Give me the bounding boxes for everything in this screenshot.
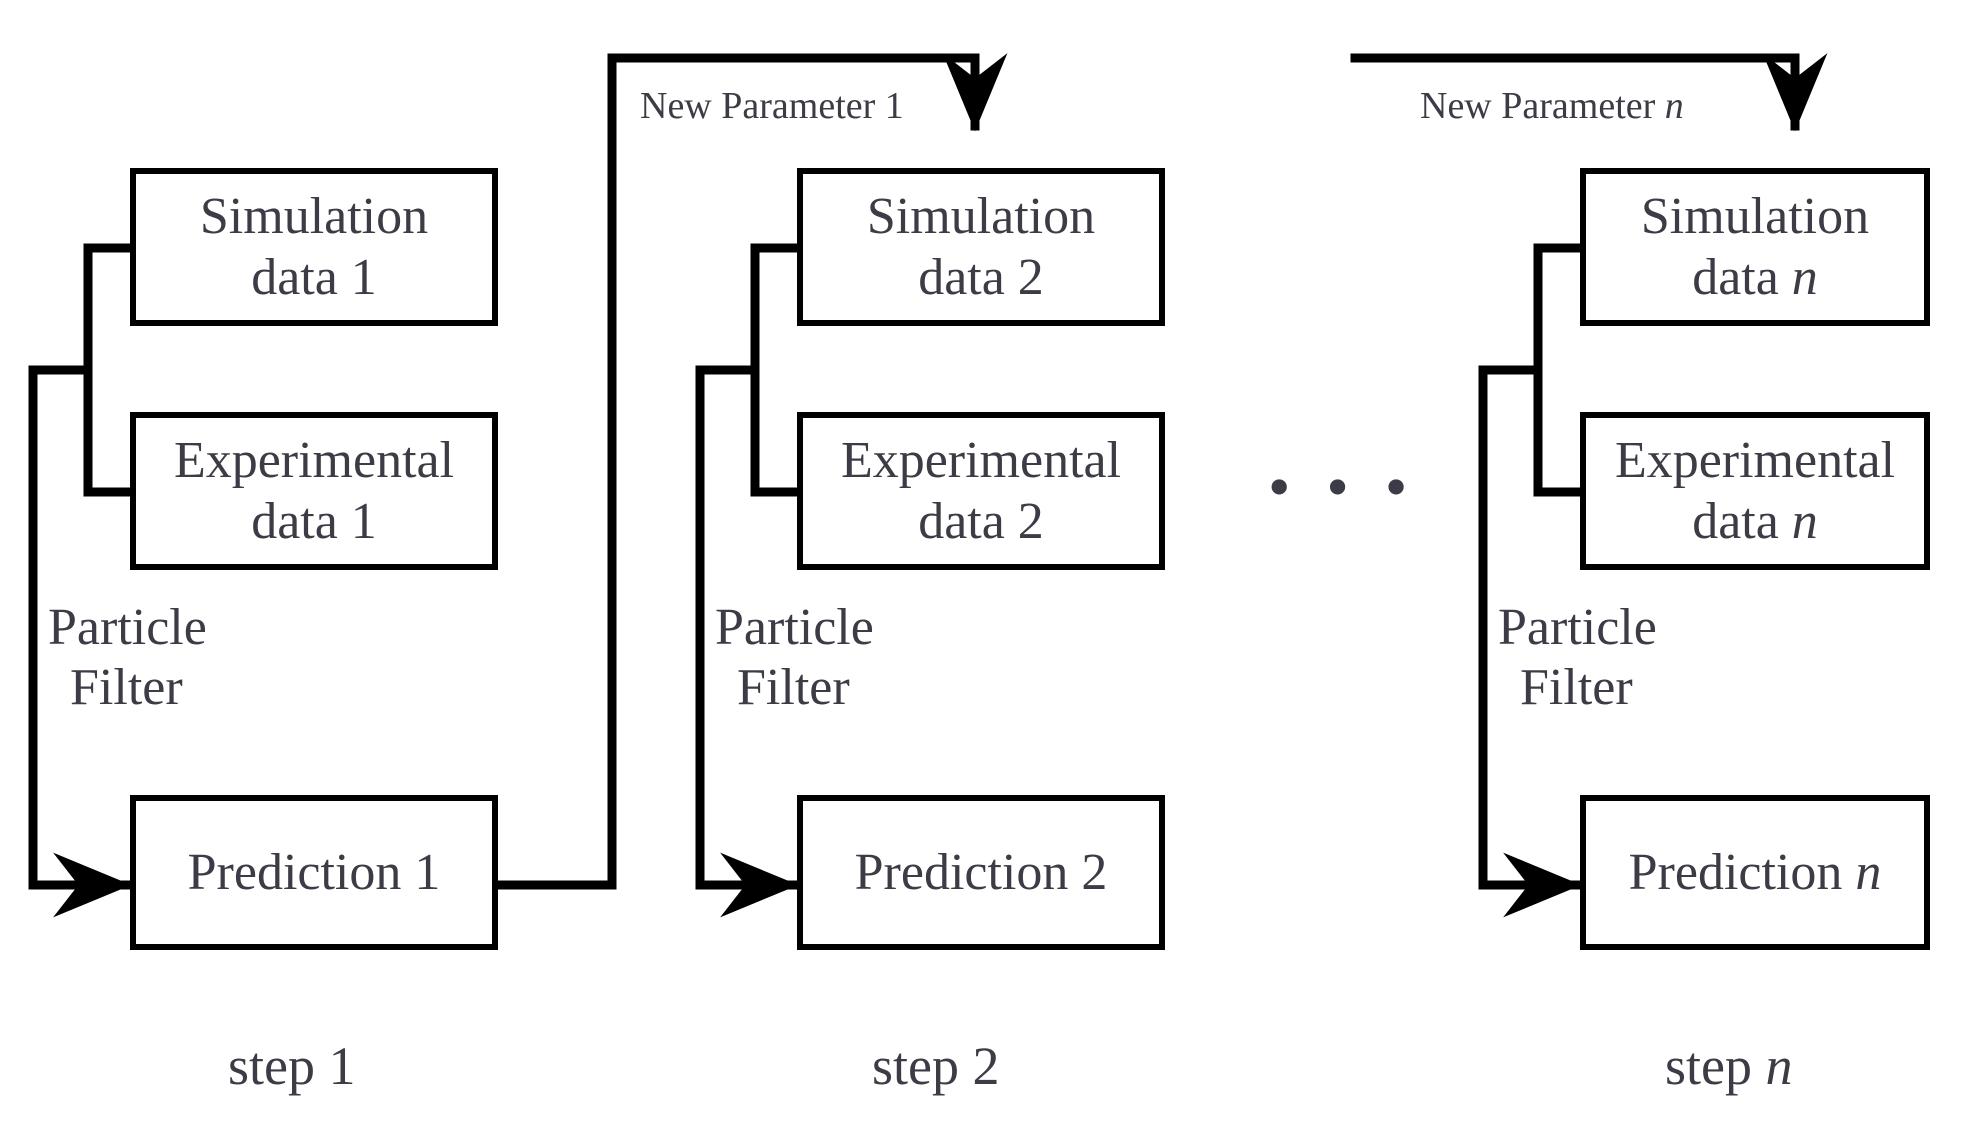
new-parameter-label-1-prefix: New Parameter	[640, 85, 885, 127]
step-label-1: step 1	[228, 1035, 356, 1097]
new-parameter-label-n-index: n	[1664, 85, 1684, 127]
new-parameter-label-1-index: 1	[884, 85, 904, 127]
step-label-2: step 2	[872, 1035, 1000, 1097]
particle-filter-label-n-line1: Particle	[1498, 599, 1657, 656]
prediction-box-1: Prediction 1	[130, 795, 498, 950]
experimental-box-1-line2: data 1	[251, 493, 377, 550]
new-parameter-label-n: New Parameter n	[1420, 84, 1684, 128]
particle-filter-label-1-line1: Particle	[48, 599, 207, 656]
experimental-box-1-line1: Experimental	[173, 431, 455, 489]
new-parameter-label-n-prefix: New Parameter	[1420, 85, 1665, 127]
simulation-box-1-line1: Simulation	[199, 187, 429, 245]
particle-filter-label-n-line2: Filter	[1520, 659, 1633, 717]
step-label-n: step n	[1665, 1035, 1793, 1097]
particle-filter-label-2: Particle Filter	[715, 598, 874, 719]
new-parameter-label-1: New Parameter 1	[640, 84, 904, 128]
simulation-data-box-2: Simulation data 2	[797, 168, 1165, 326]
simulation-box-1-line2: data 1	[251, 249, 377, 306]
step-label-n-suffix: n	[1765, 1036, 1793, 1096]
experimental-data-box-1: Experimental data 1	[130, 412, 498, 570]
experimental-box-2-line2: data 2	[918, 493, 1044, 550]
step-label-n-text: step	[1665, 1036, 1766, 1096]
prediction-box-n: Prediction n	[1580, 795, 1930, 950]
experimental-box-n-line1: Experimental	[1614, 431, 1896, 489]
steps-ellipsis: • • •	[1268, 451, 1418, 522]
prediction-box-1-text: Prediction 1	[187, 843, 441, 901]
particle-filter-label-1: Particle Filter	[48, 598, 207, 719]
experimental-data-box-n: Experimental data n	[1580, 412, 1930, 570]
simulation-box-n-line1: Simulation	[1640, 187, 1870, 245]
step-label-2-text: step 2	[872, 1036, 1000, 1096]
step-label-1-text: step 1	[228, 1036, 356, 1096]
particle-filter-label-2-line1: Particle	[715, 599, 874, 656]
prediction-box-2: Prediction 2	[797, 795, 1165, 950]
particle-filter-label-n: Particle Filter	[1498, 598, 1657, 719]
experimental-data-box-2: Experimental data 2	[797, 412, 1165, 570]
simulation-box-2-line1: Simulation	[866, 187, 1096, 245]
simulation-box-2-line2: data 2	[918, 249, 1044, 306]
prediction-box-2-text: Prediction 2	[854, 843, 1108, 901]
simulation-data-box-1: Simulation data 1	[130, 168, 498, 326]
particle-filter-label-2-line2: Filter	[737, 659, 850, 717]
experimental-box-2-line1: Experimental	[840, 431, 1122, 489]
simulation-box-n-line2: data n	[1692, 249, 1818, 306]
simulation-data-box-n: Simulation data n	[1580, 168, 1930, 326]
experimental-box-n-line2: data n	[1692, 493, 1818, 550]
prediction-box-n-text: Prediction n	[1628, 843, 1882, 901]
particle-filter-label-1-line2: Filter	[70, 659, 183, 717]
